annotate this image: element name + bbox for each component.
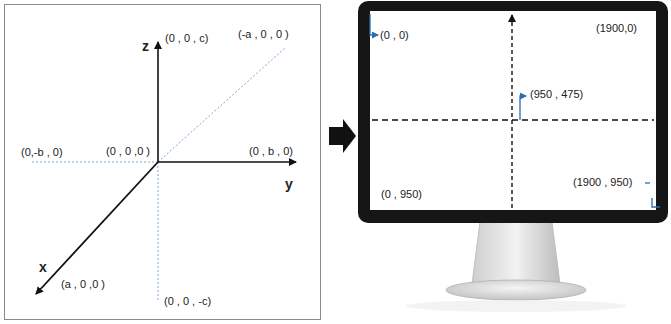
coordinate-label: (0 , 0 , -c) bbox=[163, 295, 212, 308]
coordinate-label: (a , 0 ,0 ) bbox=[60, 278, 106, 291]
coordinate-label: (0 , 0 ,0 ) bbox=[105, 145, 151, 158]
coordinate-label: (1900 , 950) bbox=[572, 176, 633, 189]
coordinate-label: (950 , 475) bbox=[529, 88, 584, 101]
coordinate-label: (1900,0) bbox=[595, 22, 638, 35]
monitor bbox=[358, 1, 668, 312]
coordinate-label: (0 , 950) bbox=[380, 188, 423, 201]
coordinate-label: (0 , b , 0) bbox=[248, 145, 294, 158]
axes-3d bbox=[30, 42, 296, 300]
coordinate-label: (0 , 0 , c) bbox=[164, 32, 209, 45]
coordinate-label: (0,-b , 0) bbox=[20, 146, 64, 159]
coordinate-label: (0 , 0) bbox=[379, 29, 410, 42]
coordinate-label: (-a , 0 , 0 ) bbox=[237, 28, 290, 41]
axis-label: y bbox=[284, 176, 294, 192]
block-arrow bbox=[329, 119, 356, 153]
axis-label: z bbox=[141, 38, 150, 54]
axis-label: x bbox=[38, 259, 48, 275]
